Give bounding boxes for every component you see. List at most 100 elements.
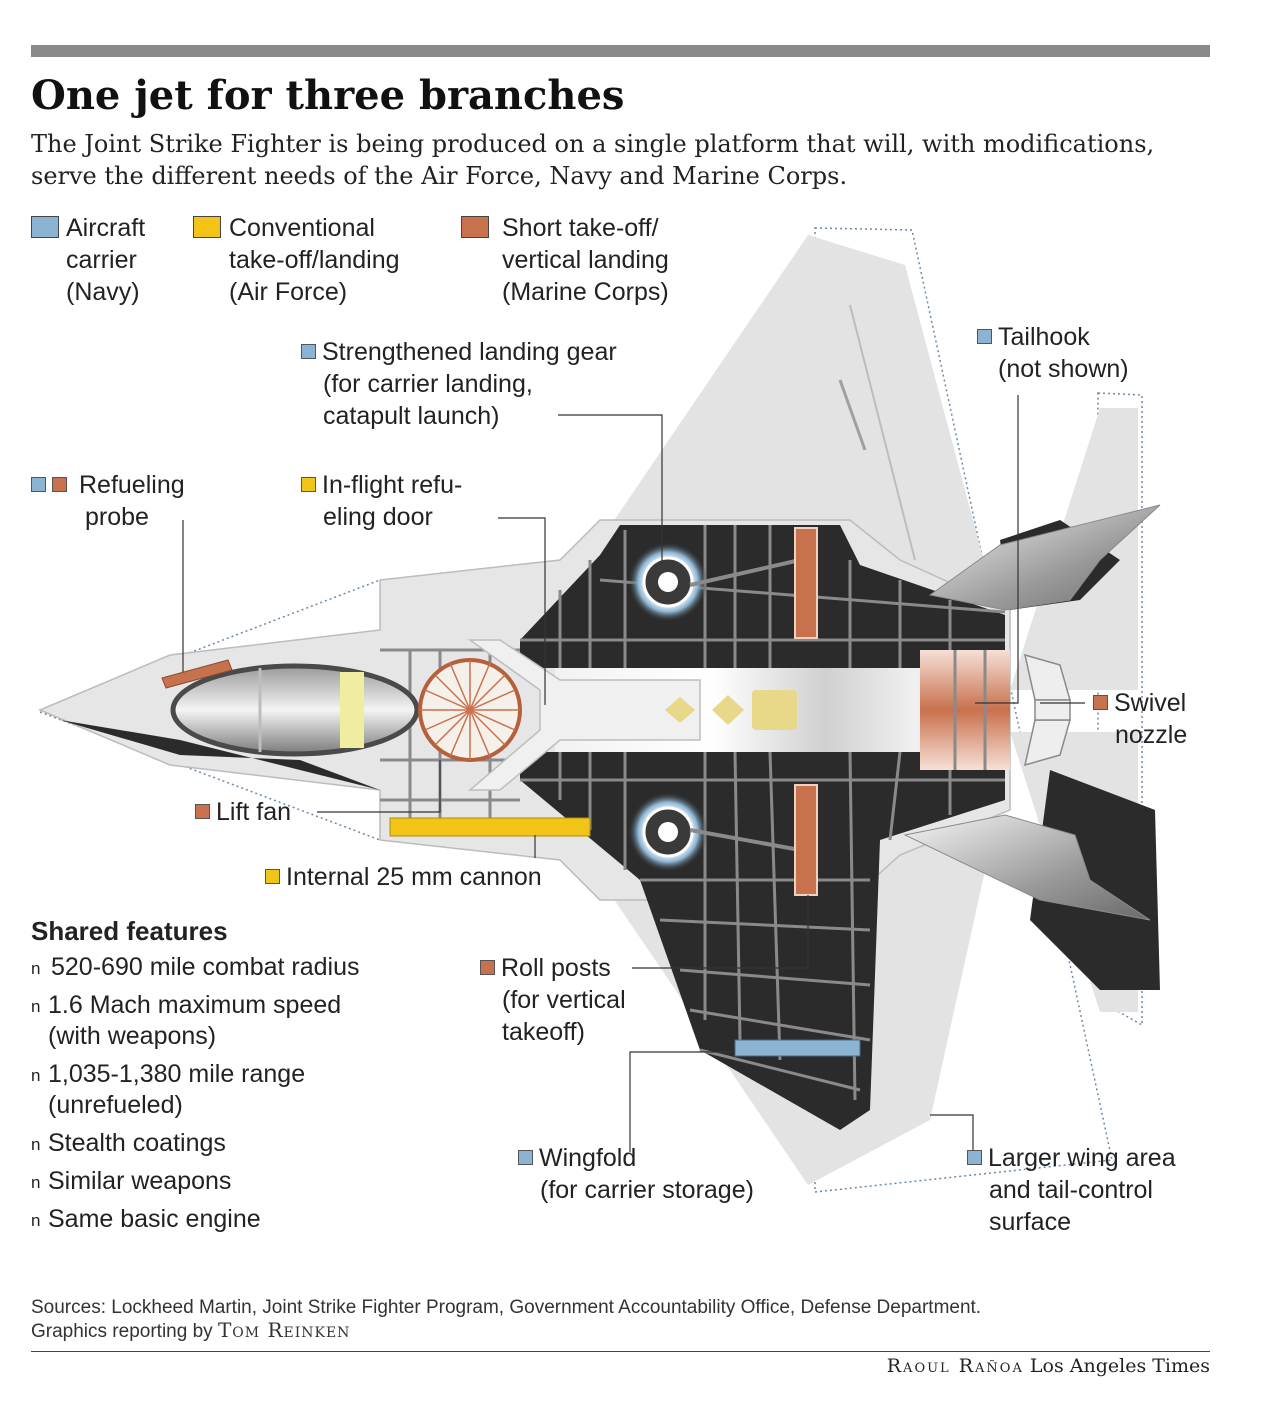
callout-lift-fan-line1: Lift fan [216,798,292,826]
callout-roll-posts-line1: Roll posts [501,954,611,982]
roll-post-upper [794,527,818,639]
marine-marker [480,959,495,975]
shared-item-text: Stealth coatings [48,1129,226,1157]
intake-duct [467,639,701,791]
lower-nose-dark [60,720,380,790]
legend-air-force-line1: Conventional [229,214,375,242]
callout-refueling-probe-line2: probe [85,503,149,531]
upper-stabilizer [928,504,1161,611]
marine-marker [52,476,67,492]
callout-wing-area-line1: Larger wing area [988,1144,1176,1172]
callout-roll-posts: Roll posts (for vertical takeoff) [480,952,626,1048]
legend-air-force-line2: take-off/landing [229,246,400,274]
callout-landing-gear-line2: (for carrier landing, [323,370,533,398]
refueling-probe [161,659,233,689]
lift-fan [418,658,522,762]
callout-cannon: Internal 25 mm cannon [265,861,542,893]
sources-line: Sources: Lockheed Martin, Joint Strike F… [31,1297,982,1318]
shared-item-subtext: (with weapons) [48,1022,217,1050]
navy-marker [518,1149,533,1165]
artist-name: Raoul Rañoa [886,1355,1024,1377]
reporting-line: Graphics reporting by Tom Reinken [31,1319,981,1343]
callout-wing-area: Larger wing area and tail-control surfac… [967,1142,1176,1238]
callout-wing-area-line3: surface [989,1208,1071,1236]
legend-swatch-marine-corps [461,216,489,238]
legend-marine-line2: vertical landing [502,246,669,274]
legend-navy-line2: carrier [66,246,137,274]
top-rule [31,45,1210,57]
callout-swivel-nozzle-line1: Swivel [1114,689,1187,717]
bullet: n [31,1211,41,1230]
byline: Raoul Rañoa Los Angeles Times [887,1355,1210,1377]
callout-landing-gear-line1: Strengthened landing gear [322,338,617,366]
callout-refueling-door: In-flight refu- eling door [301,469,462,533]
legend-item-marine-corps: Short take-off/ vertical landing (Marine… [502,212,669,308]
shared-item-text: Similar weapons [48,1167,232,1195]
list-item: n Stealth coatings [31,1128,461,1159]
callout-swivel-nozzle: Swivel nozzle [1093,687,1187,751]
callout-refueling-door-line1: In-flight refu- [322,471,463,499]
bullet: n [31,997,41,1016]
lower-stabilizer [903,814,1151,921]
callout-refueling-door-line2: eling door [323,503,433,531]
callout-landing-gear-line3: catapult launch) [323,402,500,430]
canopy [170,663,420,757]
bullet: n [31,1066,41,1085]
bullet: n [31,1135,41,1154]
bottom-rule [31,1351,1210,1352]
shared-item-text: 520-690 mile combat radius [51,953,360,981]
reporting-prefix: Graphics reporting by [31,1321,213,1342]
navy-marker [967,1149,982,1165]
callout-roll-posts-line2: (for vertical [502,986,626,1014]
callout-tailhook-line1: Tailhook [998,323,1090,351]
callout-lift-fan: Lift fan [195,796,291,828]
list-item: n 1.6 Mach maximum speed (with weapons) [31,990,461,1052]
legend-item-air-force: Conventional take-off/landing (Air Force… [229,212,400,308]
list-item: n 520-690 mile combat radius [31,952,461,983]
legend-marine-line1: Short take-off/ [502,214,659,242]
callout-tailhook: Tailhook (not shown) [977,321,1129,385]
wingfold-hinge [734,1039,861,1057]
legend-swatch-air-force [193,216,221,238]
roll-post-lower [794,784,818,896]
callout-wingfold-line2: (for carrier storage) [540,1176,754,1204]
legend-air-force-line3: (Air Force) [229,278,348,306]
callout-landing-gear: Strengthened landing gear (for carrier l… [301,336,617,432]
legend-navy-line3: (Navy) [66,278,140,306]
shared-features-list: n 520-690 mile combat radius n 1.6 Mach ma… [31,952,461,1242]
legend-marine-line3: (Marine Corps) [502,278,669,306]
shared-item-text: 1,035-1,380 mile range [48,1060,306,1088]
publication-name: Los Angeles Times [1029,1355,1210,1377]
callout-wing-area-line2: and tail-control [989,1176,1153,1204]
marine-marker [1093,694,1108,710]
legend-item-navy: Aircraft carrier (Navy) [66,212,145,308]
air-force-marker [301,476,316,492]
page-title: One jet for three branches [31,72,625,119]
callout-wingfold-line1: Wingfold [539,1144,637,1172]
internal-cannon [389,817,591,837]
nozzle-section [920,650,1010,770]
lower-tail-structure [1030,770,1160,990]
sources-credit: Sources: Lockheed Martin, Joint Strike F… [31,1296,981,1343]
shared-item-text: 1.6 Mach maximum speed [48,991,342,1019]
landing-gear-lower [628,792,801,872]
navy-marker [977,328,992,344]
callout-roll-posts-line3: takeoff) [502,1018,585,1046]
marine-marker [195,803,210,819]
legend-swatch-navy [31,216,59,238]
callout-cannon-line1: Internal 25 mm cannon [286,863,542,891]
navy-marker [301,343,316,359]
callout-refueling-probe: Refueling probe [31,469,185,533]
shared-item-subtext: (unrefueled) [48,1091,183,1119]
callout-swivel-nozzle-line2: nozzle [1115,721,1188,749]
callout-wingfold: Wingfold (for carrier storage) [518,1142,754,1206]
callout-tailhook-line2: (not shown) [998,355,1129,383]
navy-marker [31,476,46,492]
bullet: n [31,959,41,978]
legend-navy-line1: Aircraft [66,214,146,242]
landing-gear-upper [628,542,801,622]
callout-refueling-probe-line1: Refueling [79,471,185,499]
